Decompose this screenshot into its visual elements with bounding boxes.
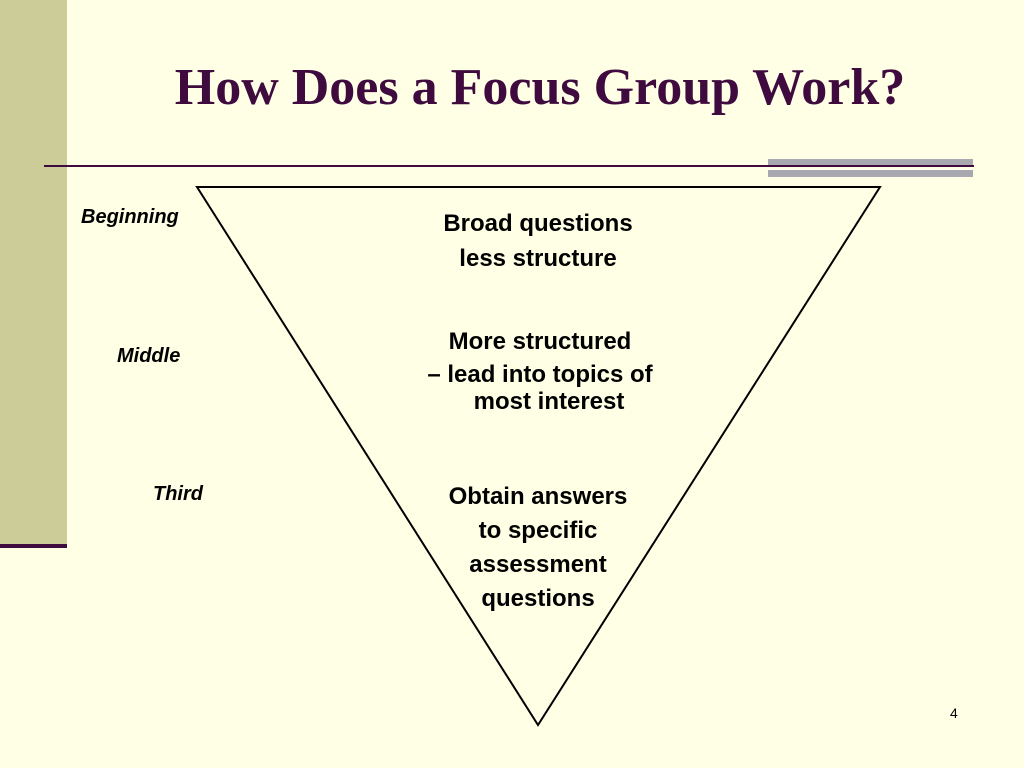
stage-line: most interest <box>473 388 625 415</box>
stage-line: More structured <box>448 328 632 355</box>
stage-label-beginning: Beginning <box>81 206 179 228</box>
stage-label-third: Third <box>153 483 203 505</box>
stage-line: less structure <box>459 245 617 272</box>
funnel-outline <box>195 186 882 727</box>
slide-title: How Does a Focus Group Work? <box>174 59 906 116</box>
title-divider-line <box>44 165 974 167</box>
slide-number: 4 <box>950 705 958 721</box>
stage-description-beginning: Broad questions less structure <box>388 206 688 276</box>
stage-line: to specific <box>478 517 598 544</box>
stage-label-middle: Middle <box>117 345 181 367</box>
decorative-stripe-top <box>768 159 973 166</box>
stage-line: Obtain answers <box>448 483 628 510</box>
decorative-stripe-bottom <box>768 170 973 177</box>
stage-description-middle: More structured – lead into topics of mo… <box>360 327 720 415</box>
stage-line: questions <box>481 585 595 612</box>
stage-description-third: Obtain answers to specific assessment qu… <box>388 480 688 616</box>
stage-line: – lead into topics of <box>427 361 653 388</box>
stage-line: assessment <box>469 551 607 578</box>
stage-line: Broad questions <box>443 210 633 237</box>
left-sidebar-bar <box>0 0 67 545</box>
left-sidebar-accent-line <box>0 544 67 548</box>
